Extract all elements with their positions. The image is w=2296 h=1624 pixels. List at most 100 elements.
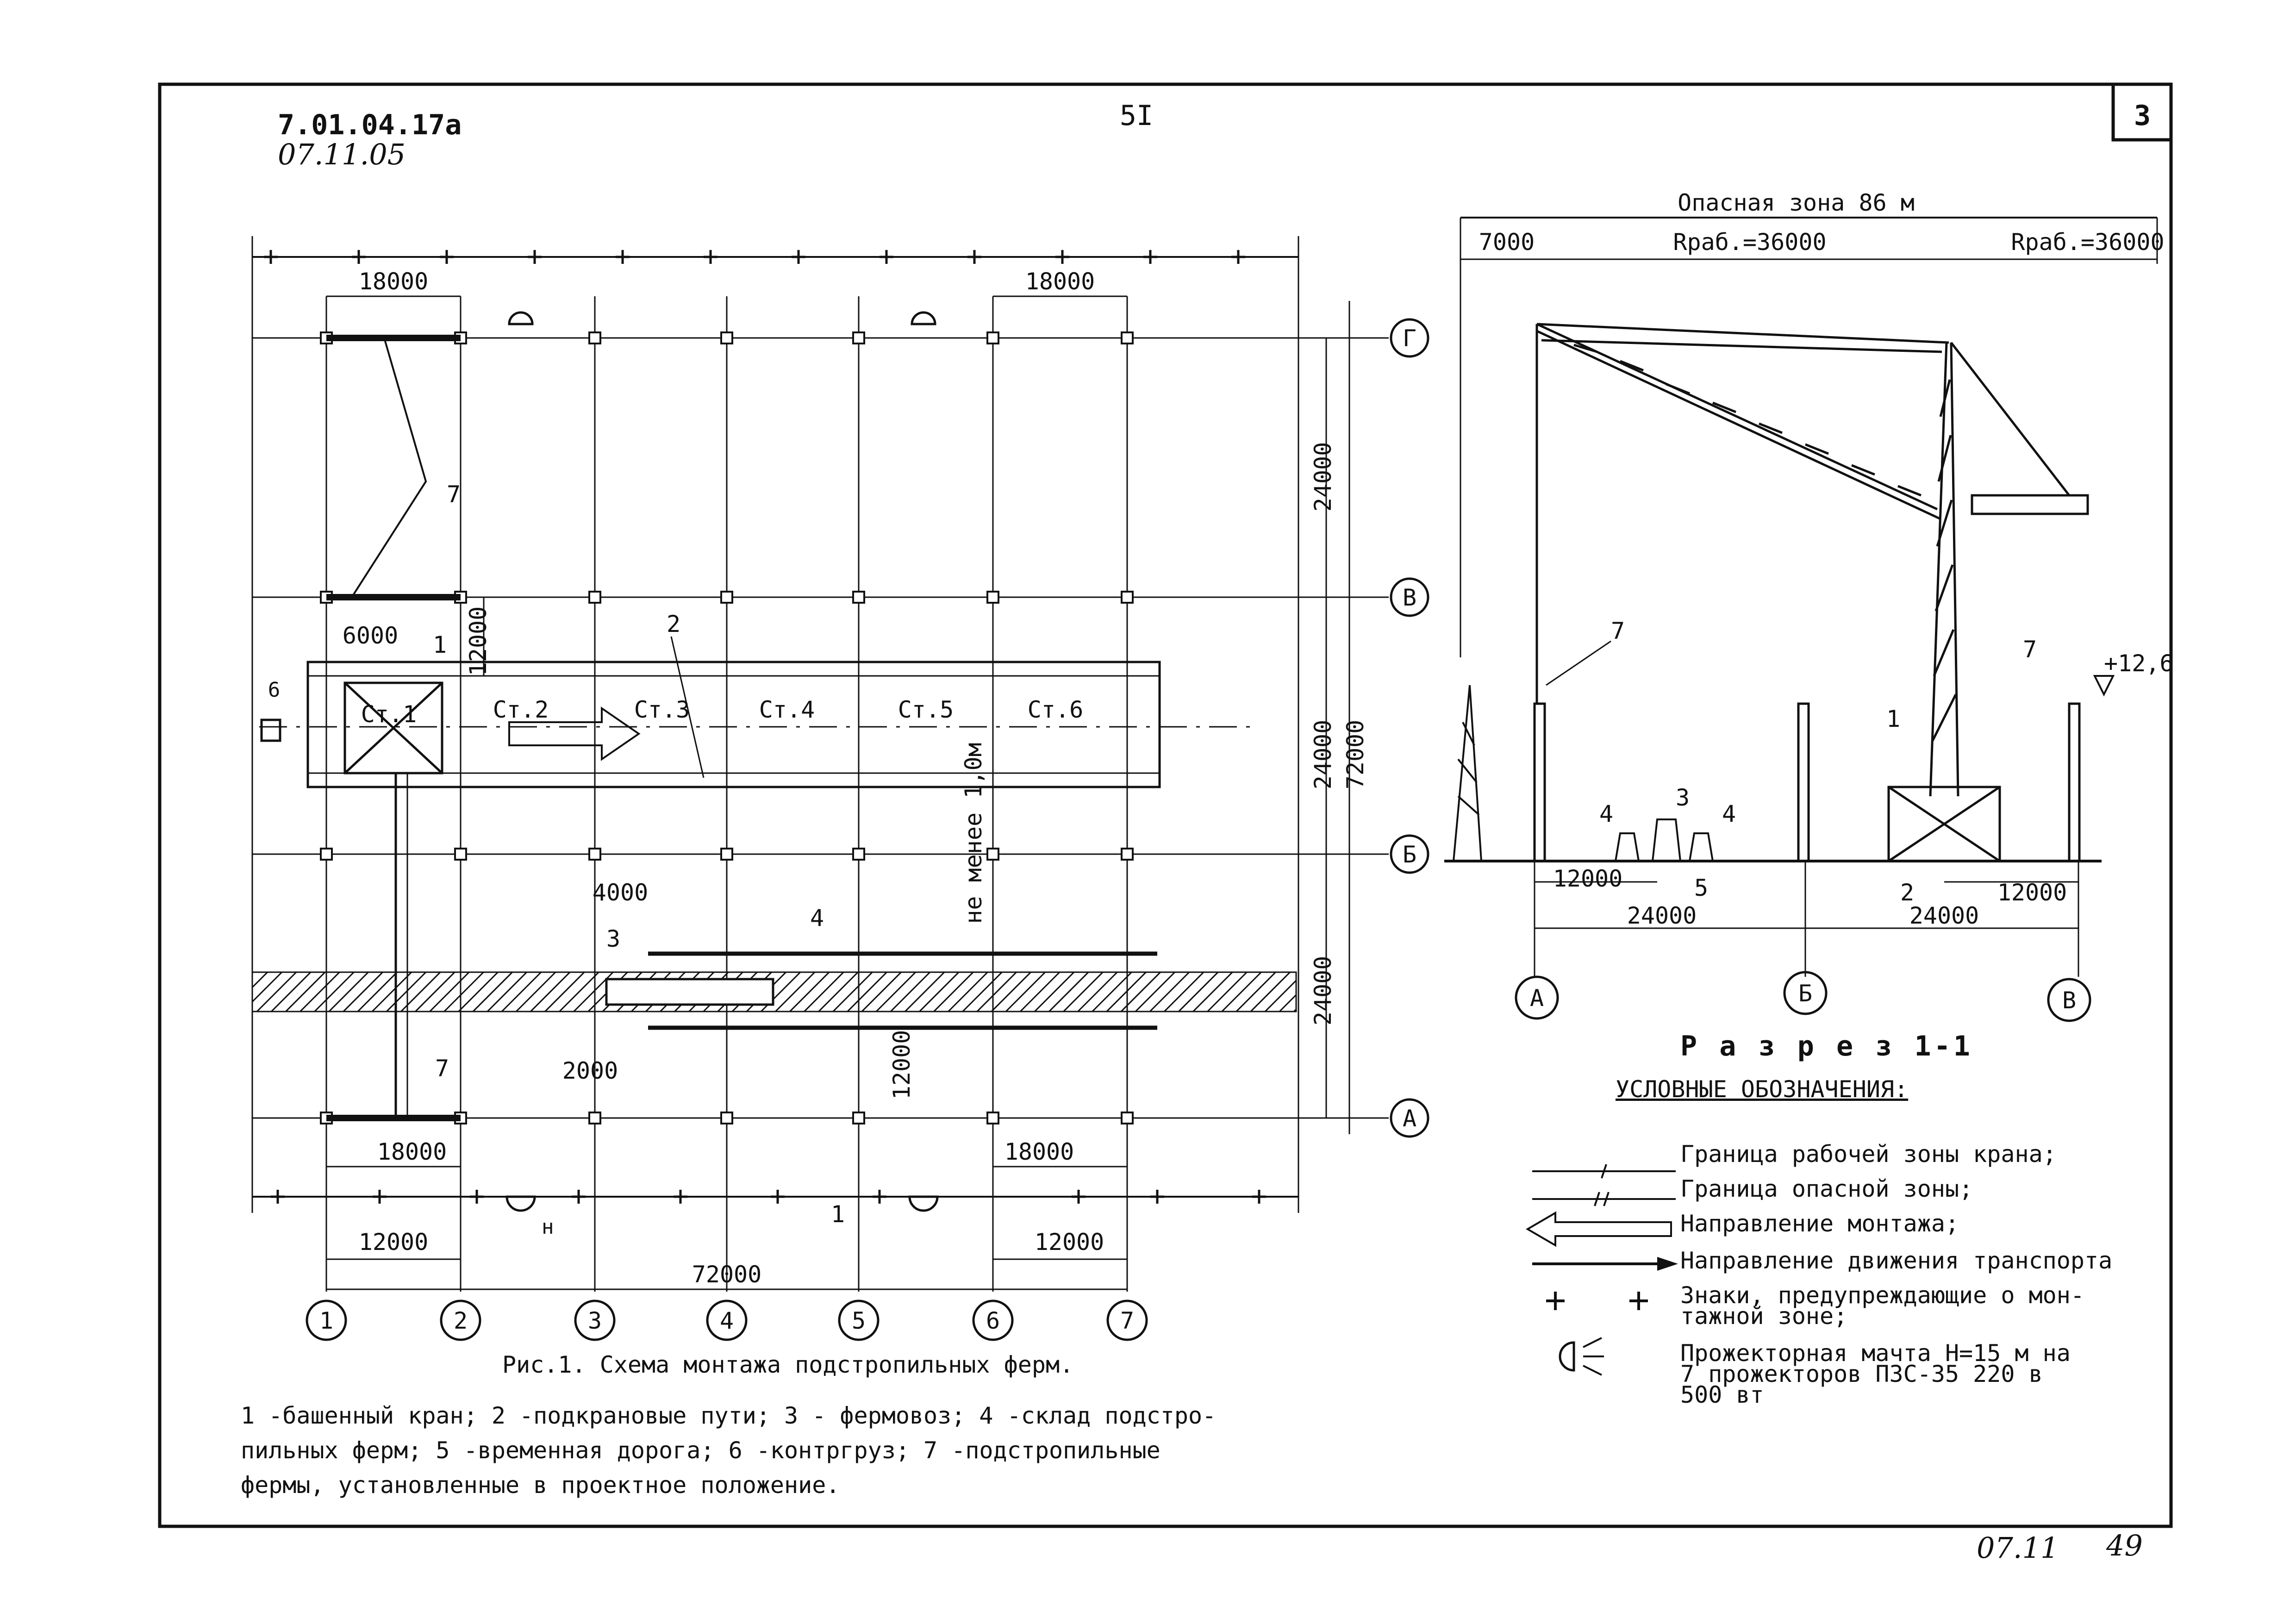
- elevation-mark: +12,6: [2104, 650, 2174, 677]
- svg-text:Б: Б: [1403, 841, 1416, 868]
- section-axis-a: А: [1530, 985, 1544, 1012]
- svg-text:7: 7: [1120, 1307, 1134, 1334]
- symbols-legend: УСЛОВНЫЕ ОБОЗНАЧЕНИЯ: Граница рабочей зо…: [1526, 1076, 2112, 1408]
- radius-right: Rраб.=36000: [2011, 229, 2164, 256]
- counterweight: [260, 718, 281, 742]
- dim-bottom-left-bay: 18000: [377, 1138, 447, 1165]
- svg-text:А: А: [1403, 1105, 1416, 1132]
- dim-right-bottom: 24000: [1310, 956, 1336, 1026]
- left-mast: [1453, 685, 1482, 862]
- footer-date-stamp: 07.11: [1977, 1531, 2059, 1565]
- crane-position-st1: [343, 681, 443, 775]
- section-dim-c: 24000: [1909, 902, 1979, 929]
- truss-store: [648, 951, 1157, 1030]
- dim-crane-track-width: 12000: [465, 606, 492, 676]
- dim-right-top: 24000: [1310, 442, 1336, 512]
- svg-text:3: 3: [588, 1307, 602, 1334]
- warning-sign-marks: [264, 250, 1266, 1204]
- column-grid-lines: [325, 296, 1128, 1292]
- legend-item-warning-signs-2: тажной зоне;: [1680, 1303, 1847, 1330]
- column-axis-markers: 1 2 3 4 5 6 7: [306, 1299, 1148, 1341]
- dim-road-offset: 2000: [562, 1057, 618, 1084]
- sheet-number: 3: [2134, 100, 2151, 132]
- radius-left: Rраб.=36000: [1673, 229, 1826, 256]
- station-3: Ст.3: [634, 696, 690, 723]
- dim-right-total: 72000: [1342, 720, 1369, 790]
- dim-total-length: 72000: [692, 1261, 762, 1288]
- footer-page-stamp: 49: [2106, 1529, 2143, 1562]
- section-axis-b: Б: [1798, 980, 1812, 1007]
- callout-crane: 1: [433, 631, 447, 658]
- legend-item-work-zone: Граница рабочей зоны крана;: [1680, 1141, 2057, 1168]
- section-callout-7-left: 7: [1611, 618, 1625, 644]
- projector-mast-icons: [505, 311, 939, 1212]
- truss-carrier: [605, 978, 774, 1006]
- svg-text:1: 1: [319, 1307, 333, 1334]
- dim-bottom-right-span: 12000: [1035, 1229, 1104, 1255]
- section-dim-a: 12000: [1553, 865, 1623, 892]
- section-callout-3: 3: [1676, 784, 1690, 811]
- installed-trusses: [326, 335, 461, 1121]
- dim-top-right-bay: 18000: [1025, 268, 1095, 295]
- section-callout-1: 1: [1886, 706, 1900, 732]
- section-mark: 1: [831, 1201, 845, 1228]
- dim-top-left-bay: 18000: [359, 268, 429, 295]
- dim-crane-offset: 6000: [343, 622, 398, 649]
- callout-truss-top: 7: [447, 481, 461, 508]
- danger-zone-label: Опасная зона 86 м: [1678, 189, 1915, 216]
- clearance-note: не менее 1,0м: [960, 743, 987, 924]
- section-callout-4-right: 4: [1722, 800, 1736, 827]
- tower-crane: [1535, 323, 2089, 862]
- svg-text:4: 4: [720, 1307, 734, 1334]
- section-axis-v: В: [2062, 987, 2076, 1014]
- station-5: Ст.5: [898, 696, 954, 723]
- projector-mark: н: [542, 1215, 554, 1239]
- sheet-frame: [158, 82, 2173, 1528]
- station-1: Ст.1: [361, 701, 417, 728]
- section-callout-2: 2: [1900, 879, 1914, 906]
- legend-item-projector-3: 500 вт: [1680, 1381, 1764, 1408]
- dim-store-length: 4000: [593, 879, 648, 906]
- legend-line-1: 1 -башенный кран; 2 -подкрановые пути; 3…: [241, 1402, 1216, 1429]
- legend-item-projector-2: 7 прожекторов ПЗС-35 220 в: [1680, 1361, 2043, 1387]
- offset-dim: 7000: [1479, 229, 1535, 256]
- figure-caption: Рис.1. Схема монтажа подстропильных ферм…: [502, 1351, 1073, 1378]
- svg-text:6: 6: [986, 1307, 1000, 1334]
- callout-truss-store: 4: [810, 905, 824, 931]
- sheet-number-box: [2111, 82, 2173, 142]
- legend-title: УСЛОВНЫЕ ОБОЗНАЧЕНИЯ:: [1616, 1076, 1908, 1103]
- legend-item-mounting-direction: Направление монтажа;: [1680, 1210, 1959, 1237]
- page-number: 5I: [1120, 100, 1153, 132]
- section-view: Опасная зона 86 м 7000 Rраб.=36000 Rраб.…: [1444, 189, 2174, 1062]
- svg-text:2: 2: [454, 1307, 468, 1334]
- legend-item-projector-1: Прожекторная мачта Н=15 м на: [1680, 1340, 2071, 1367]
- doc-date: 07.11.05: [278, 137, 406, 171]
- svg-text:В: В: [1403, 584, 1416, 611]
- station-2: Ст.2: [493, 696, 549, 723]
- doc-code: 7.01.04.17а: [278, 109, 462, 141]
- legend-item-warning-signs-1: Знаки, предупреждающие о мон-: [1680, 1282, 2084, 1309]
- plan-view: 6 1 2 3: [241, 236, 1429, 1499]
- crane-track: [306, 661, 1161, 788]
- dim-bottom-right-bay: 18000: [1004, 1138, 1074, 1165]
- callout-truss-bottom: 7: [435, 1055, 449, 1082]
- callout-truss-carrier: 3: [606, 925, 620, 952]
- dim-road-gap: 12000: [888, 1030, 915, 1100]
- legend-line-3: фермы, установленные в проектное положен…: [241, 1472, 840, 1499]
- dim-right-middle: 24000: [1310, 720, 1336, 790]
- legend-item-transport-direction: Направление движения транспорта: [1680, 1247, 2112, 1274]
- callout-crane-track: 2: [667, 611, 680, 637]
- section-dim-b: 24000: [1627, 902, 1697, 929]
- truss-leader-7-top: [351, 337, 427, 598]
- mounting-direction-arrow: [508, 706, 641, 761]
- section-callout-4-left: 4: [1599, 800, 1613, 827]
- section-columns: [1533, 702, 2081, 862]
- svg-text:Г: Г: [1403, 325, 1416, 352]
- column-posts: [320, 331, 1134, 1124]
- svg-text:5: 5: [852, 1307, 866, 1334]
- legend-item-danger-zone: Граница опасной зоны;: [1680, 1175, 1973, 1202]
- section-callout-5: 5: [1694, 874, 1708, 901]
- legend-line-2: пильных ферм; 5 -временная дорога; 6 -ко…: [241, 1437, 1160, 1464]
- station-4: Ст.4: [759, 696, 815, 723]
